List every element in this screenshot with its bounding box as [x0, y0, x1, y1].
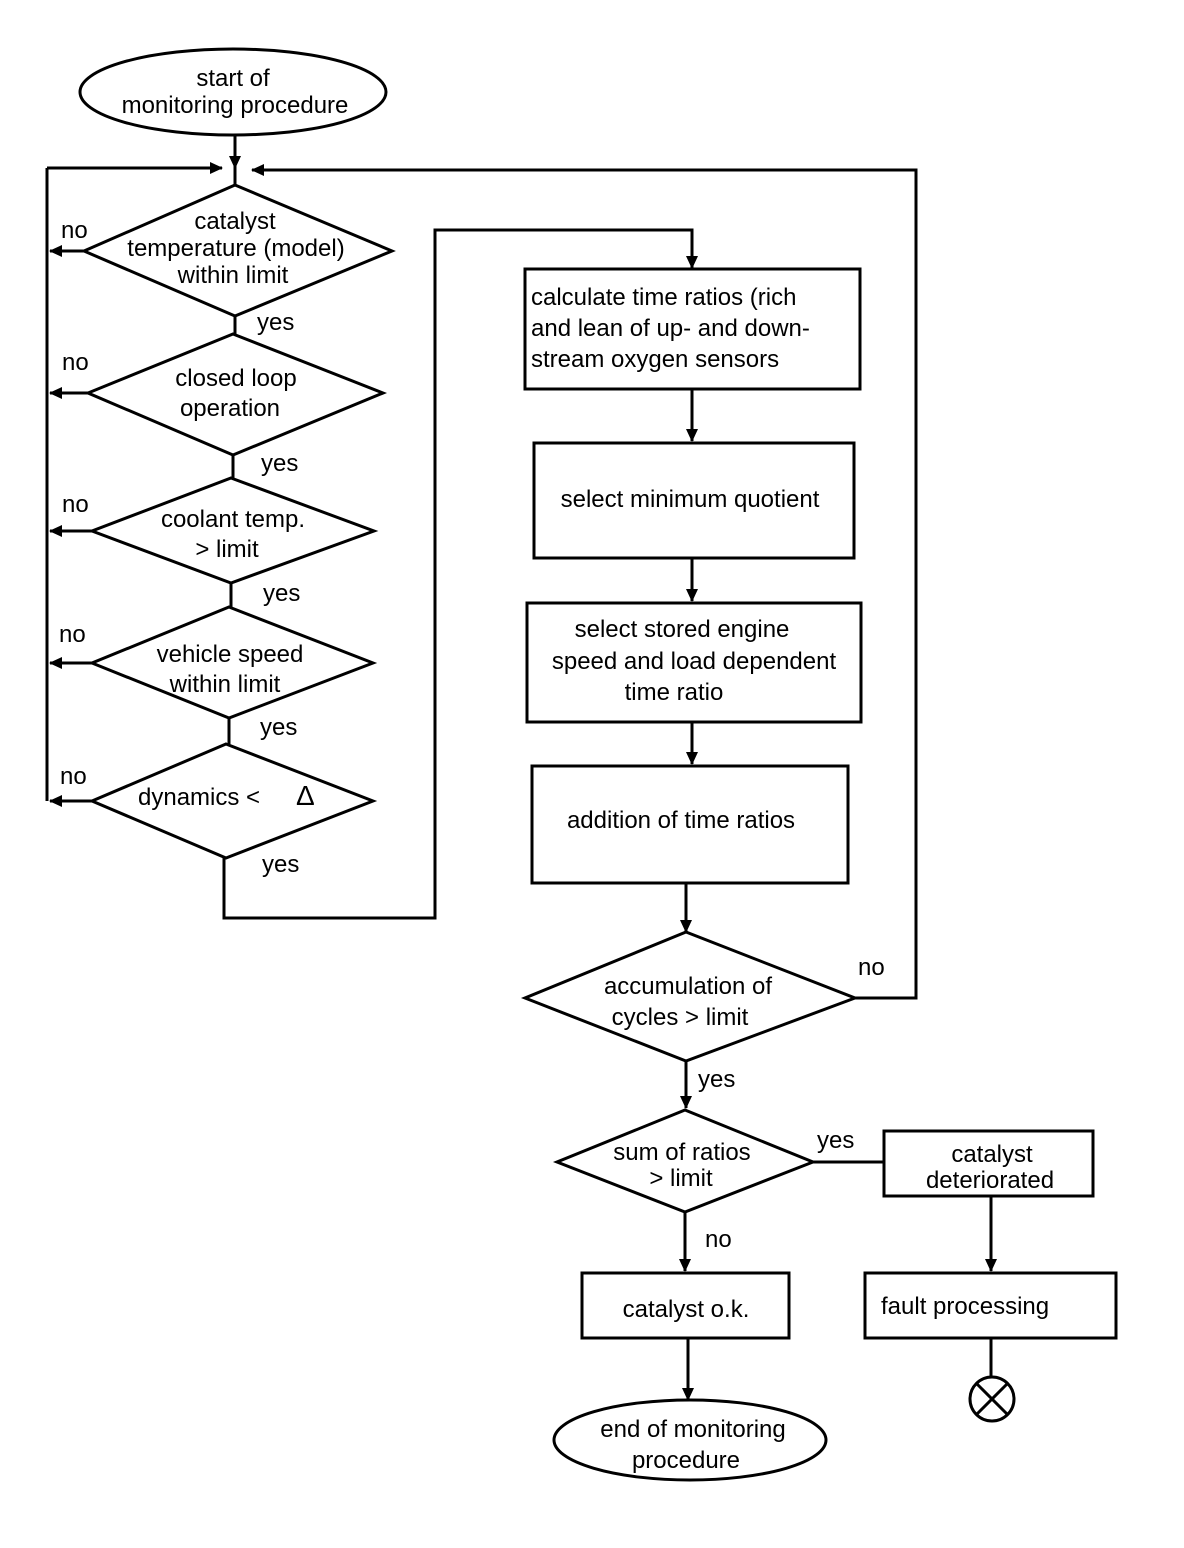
decision-sum-of-ratios: sum of ratios > limit	[552, 1108, 818, 1214]
decision-accumulation-line-2: cycles > limit	[612, 1004, 749, 1031]
process-calculate-time-ratios: calculate time ratios (rich and lean of …	[523, 267, 862, 391]
label-no-accumulation: no	[858, 954, 885, 981]
process-addition-of-time-ratios: addition of time ratios	[530, 764, 850, 885]
label-no-sum: no	[705, 1226, 732, 1253]
process-ok-line-1: catalyst o.k.	[623, 1296, 750, 1323]
decision-coolant-line-2: > limit	[195, 536, 259, 563]
process-select-stored-line-2: speed and load dependent	[552, 648, 837, 675]
label-no-coolant: no	[62, 491, 89, 518]
decision-accumulation-of-cycles: accumulation of cycles > limit	[520, 930, 860, 1063]
process-select-stored-line-3: time ratio	[625, 679, 724, 706]
node-end-line-2: procedure	[632, 1447, 740, 1474]
decision-dynamics: dynamics < Δ	[88, 742, 378, 860]
decision-closed-loop-line-1: closed loop	[175, 365, 296, 392]
process-calculate-line-1: calculate time ratios (rich	[531, 284, 796, 311]
process-deteriorated-line-2: deteriorated	[926, 1167, 1054, 1194]
decision-closed-loop: closed loop operation	[84, 332, 388, 457]
process-select-min-line-1: select minimum quotient	[561, 486, 820, 513]
label-no-dynamics: no	[60, 763, 87, 790]
decision-vehicle-speed: vehicle speed within limit	[88, 605, 378, 720]
label-no-closed-loop: no	[62, 349, 89, 376]
decision-coolant-temperature: coolant temp. > limit	[87, 476, 379, 585]
decision-catalyst-temperature-line-3: within limit	[177, 262, 289, 289]
process-fault-line-1: fault processing	[881, 1293, 1049, 1320]
decision-catalyst-temperature: catalyst temperature (model) within limi…	[80, 183, 396, 318]
node-end: end of monitoring procedure	[552, 1398, 828, 1482]
edge-labels: no yes no yes no yes no yes no yes no ye…	[59, 217, 885, 1253]
process-deteriorated-line-1: catalyst	[951, 1141, 1033, 1168]
decision-sum-line-1: sum of ratios	[613, 1139, 750, 1166]
node-start: start of monitoring procedure	[78, 47, 388, 137]
connectors	[45, 135, 997, 1401]
label-yes-accumulation: yes	[698, 1066, 735, 1093]
edge-yes-dynamics	[222, 228, 698, 920]
node-start-line-2: monitoring procedure	[122, 92, 349, 119]
decision-speed-line-1: vehicle speed	[157, 641, 304, 668]
node-start-line-1: start of	[196, 65, 270, 92]
node-end-line-1: end of monitoring	[600, 1416, 785, 1443]
decision-sum-line-2: > limit	[649, 1165, 713, 1192]
delta-symbol: Δ	[296, 780, 315, 811]
label-yes-dynamics: yes	[262, 851, 299, 878]
decision-catalyst-temperature-line-2: temperature (model)	[127, 235, 344, 262]
label-yes-closed-loop: yes	[261, 450, 298, 477]
decision-coolant-line-1: coolant temp.	[161, 506, 305, 533]
edge-no-accumulation	[251, 164, 918, 1000]
label-no-catalyst-temp: no	[61, 217, 88, 244]
label-yes-speed: yes	[260, 714, 297, 741]
decision-accumulation-line-1: accumulation of	[604, 973, 772, 1000]
decision-speed-line-2: within limit	[169, 671, 281, 698]
decision-catalyst-temperature-line-1: catalyst	[194, 208, 276, 235]
process-addition-line-1: addition of time ratios	[567, 807, 795, 834]
label-yes-sum: yes	[817, 1127, 854, 1154]
circled-x-icon	[968, 1375, 1016, 1423]
process-fault-processing: fault processing	[863, 1271, 1118, 1340]
label-yes-coolant: yes	[263, 580, 300, 607]
label-no-speed: no	[59, 621, 86, 648]
decision-closed-loop-line-2: operation	[180, 395, 280, 422]
process-select-minimum-quotient: select minimum quotient	[532, 441, 856, 560]
decision-dynamics-line-1: dynamics <	[138, 784, 260, 811]
label-yes-catalyst-temp: yes	[257, 309, 294, 336]
process-catalyst-deteriorated: catalyst deteriorated	[882, 1129, 1095, 1198]
process-select-stored-time-ratio: select stored engine speed and load depe…	[525, 601, 863, 724]
process-catalyst-ok: catalyst o.k.	[580, 1271, 791, 1340]
process-select-stored-line-1: select stored engine	[575, 616, 790, 643]
process-calculate-line-2: and lean of up- and down-	[531, 315, 810, 342]
process-calculate-line-3: stream oxygen sensors	[531, 346, 779, 373]
